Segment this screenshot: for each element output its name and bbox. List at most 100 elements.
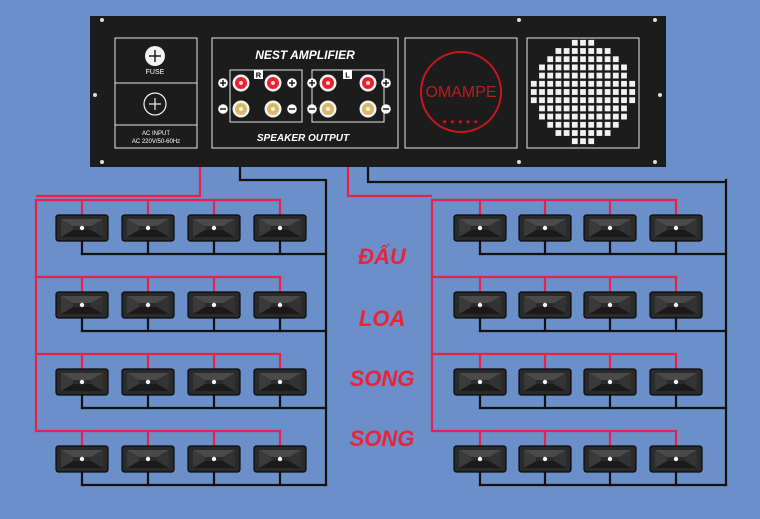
vent-hole [612, 64, 619, 71]
left-speaker-r1-c4-horn-top [259, 219, 301, 226]
vent-hole [580, 80, 586, 87]
right-speaker-r4-c2-horn-top [524, 450, 566, 457]
channel-right-frame [229, 69, 303, 123]
caption-line-4: SONG [350, 426, 415, 451]
vent-hole [563, 113, 570, 120]
vent-hole [596, 56, 603, 63]
left-speaker-r3-c1-horn-bottom [61, 384, 103, 391]
left-speaker-r4-c2-driver [145, 456, 151, 462]
right-speaker-r4-c1-horn-bottom [459, 461, 501, 468]
vent-hole [588, 48, 595, 54]
vent-hole [539, 72, 545, 79]
brand-stars: ★★★★★ [442, 118, 481, 126]
right-speaker-r1-c4-horn-top [655, 219, 697, 226]
left-speaker-r3-c3-driver [211, 379, 217, 385]
vent-hole [596, 72, 603, 79]
left-speaker-r1-c4-horn-left [259, 219, 271, 237]
panel-screw [658, 93, 662, 97]
vent-hole [571, 56, 578, 63]
vent-hole [539, 113, 545, 120]
plus-terminal-2-highlight [271, 81, 275, 85]
left-speaker-r4-c1-horn-left [61, 450, 73, 468]
left-speaker-r1-c1-driver [79, 225, 85, 231]
vent-hole [596, 130, 603, 136]
left-speaker-r4-c3-driver [211, 456, 217, 462]
channel-left-badge [343, 70, 352, 79]
vent-hole [604, 72, 611, 79]
right-speaker-r4-c2-horn-right [554, 450, 566, 468]
left-speaker-r3-c4-horn-left [259, 373, 271, 391]
right-speaker-r2-c1-horn-right [489, 296, 501, 314]
right-speaker-r2-c1-horn-bottom [459, 307, 501, 314]
left-speaker-r4-c1-horn-right [91, 450, 103, 468]
left-speaker-r3-c2-driver [145, 379, 151, 385]
right-speaker-r1-c3-driver [607, 225, 613, 231]
right-speaker-r4-c3-horn-left [589, 450, 601, 468]
vent-section [526, 37, 640, 149]
minus-terminal-3-highlight [326, 107, 330, 111]
left-speaker-r2-c4-horn-bottom [259, 307, 301, 314]
vent-hole [563, 72, 570, 79]
left-speaker-r4-c2-horn-bottom [127, 461, 169, 468]
vent-hole [571, 105, 578, 112]
left-speaker-r1-c2-horn-left [127, 219, 139, 237]
right-speaker-r1-c4-horn-left [655, 219, 667, 237]
left-speaker-r4-c2-horn-top [127, 450, 169, 457]
vent-hole [555, 121, 562, 128]
left-speaker-r1-c2-horn-top [127, 219, 169, 226]
brand-section [404, 37, 518, 149]
vent-hole [563, 80, 570, 87]
right-speaker-r2-c2-horn-top [524, 296, 566, 303]
right-speaker-r3-c1-horn-right [489, 373, 501, 391]
left-speaker-r4-c3-horn-left [193, 450, 205, 468]
left-speaker-r3-c4-driver [277, 379, 283, 385]
right-speaker-r2-c3-horn-left [589, 296, 601, 314]
vent-hole [621, 80, 627, 87]
right-speaker-r2-c4-horn-bottom [655, 307, 697, 314]
left-speaker-r2-c1 [55, 291, 109, 319]
left-speaker-r3-c2-horn-left [127, 373, 139, 391]
vent-hole [604, 64, 611, 71]
vent-hole [612, 80, 619, 87]
minus-terminal-1-highlight [239, 107, 243, 111]
right-speaker-r4-c1-driver [477, 456, 483, 462]
vent-hole [530, 80, 537, 87]
plus-terminal-4-highlight [366, 81, 370, 85]
ac-input-label: AC INPUT [142, 131, 170, 137]
left-speaker-r4-c1-driver [79, 456, 85, 462]
left-speaker-r3-c3-horn-left [193, 373, 205, 391]
vent-hole [547, 105, 554, 112]
vent-hole [547, 72, 554, 79]
right-speaker-r3-c3-horn-left [589, 373, 601, 391]
right-speaker-r3-c2-horn-right [554, 373, 566, 391]
vent-hole [547, 64, 554, 71]
right-speaker-r4-c1-horn-right [489, 450, 501, 468]
right-speaker-r1-c4 [649, 214, 703, 242]
vent-hole [563, 105, 570, 112]
left-speaker-r1-c4-driver [277, 225, 283, 231]
right-speaker-r3-c3-horn-right [619, 373, 631, 391]
left-speaker-r1-c2-driver [145, 225, 151, 231]
ac-inlet-icon [143, 92, 167, 116]
vent-hole [596, 80, 603, 87]
left-speaker-r1-c2 [121, 214, 175, 242]
plus-terminal-1-highlight [239, 81, 243, 85]
vent-hole [571, 64, 578, 71]
left-speaker-r2-c3-horn-top [193, 296, 235, 303]
left-speaker-r4-c1-horn-bottom [61, 461, 103, 468]
vent-hole [539, 80, 545, 87]
left-speaker-r1-c4-horn-right [289, 219, 301, 237]
vent-hole [571, 130, 578, 136]
left-speaker-r2-c1-horn-left [61, 296, 73, 314]
left-speaker-r4-c3 [187, 445, 241, 473]
ac-voltage-label: AC 220V/50-60Hz [132, 139, 180, 145]
vent-hole [555, 113, 562, 120]
right-speaker-r3-c4-horn-bottom [655, 384, 697, 391]
right-speaker-r1-c2 [518, 214, 572, 242]
left-speaker-r4-c4-horn-bottom [259, 461, 301, 468]
right-speaker-r4-c3-horn-bottom [589, 461, 631, 468]
plus-terminal-3-highlight [326, 81, 330, 85]
right-speaker-r1-c1 [453, 214, 507, 242]
right-speaker-r3-c2 [518, 368, 572, 396]
